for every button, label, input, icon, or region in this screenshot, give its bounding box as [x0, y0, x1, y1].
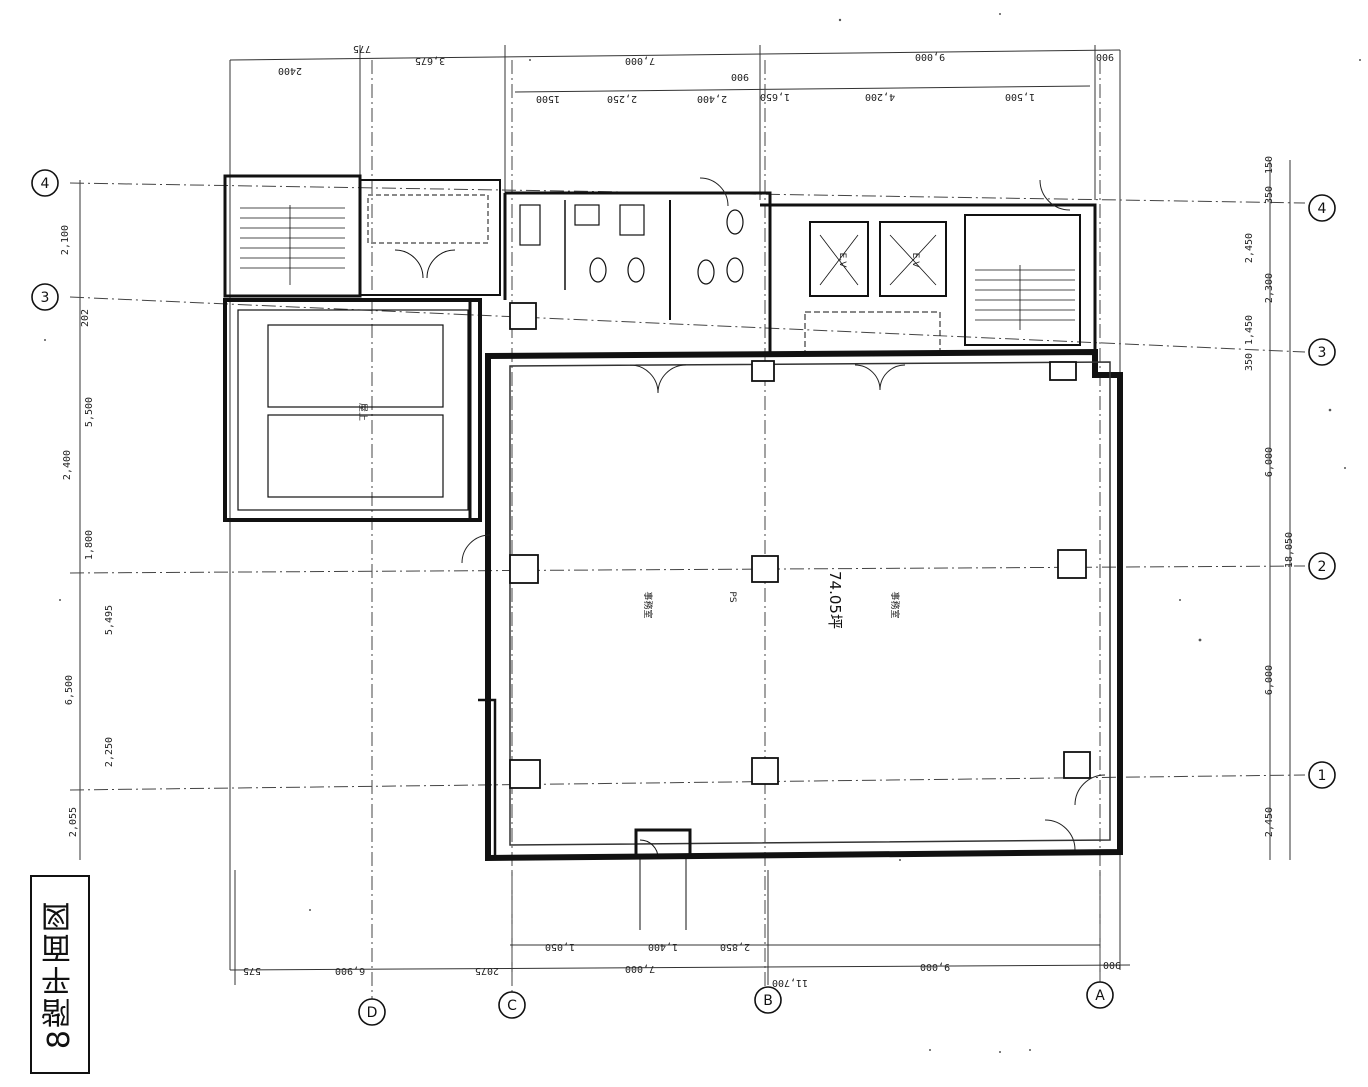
dim-bottom-outer-1: 6,900 — [335, 965, 365, 976]
dim-right-7: 18,050 — [1284, 532, 1295, 568]
dim-left-0: 2,100 — [60, 225, 71, 255]
center-mark-label: PS — [727, 591, 737, 602]
dim-bottom-inner-2: 2,850 — [720, 941, 750, 952]
dim-left-8: 2,055 — [68, 807, 79, 837]
dim-left-5: 5,495 — [104, 605, 115, 635]
scan-noise — [44, 13, 1361, 1053]
axis-label-2-right: 2 — [1318, 559, 1327, 575]
axis-label-4-left: 4 — [41, 176, 50, 192]
dim-left-3: 2,400 — [62, 450, 73, 480]
dim-top-outer-5: 9,000 — [915, 51, 945, 62]
axis-label-3-left: 3 — [41, 290, 50, 306]
dim-bottom-inner-1: 1,400 — [648, 941, 678, 952]
dim-bottom-total: 11,700 — [772, 977, 808, 988]
dims-right: 150 350 2,450 2,300 1,450 350 6,000 18,0… — [1244, 156, 1295, 837]
dim-right-5: 350 — [1244, 353, 1255, 371]
dim-right-2: 2,450 — [1244, 233, 1255, 263]
office-walls — [485, 348, 1123, 862]
axis-label-3-right: 3 — [1318, 345, 1327, 361]
columns — [509, 302, 1091, 789]
dim-top-inner-4: 4,200 — [865, 91, 895, 102]
axis-markers-right — [1308, 194, 1336, 789]
axis-label-1-right: 1 — [1318, 768, 1327, 784]
axis-label-A: A — [1095, 988, 1105, 1004]
dim-top-outer-6: 900 — [1096, 51, 1114, 62]
axis-markers-left — [31, 169, 59, 311]
door-swings — [461, 177, 1106, 851]
dims-left: 2,100 202 5,500 2,400 1,800 5,495 6,500 … — [60, 225, 115, 837]
dim-right-3: 2,300 — [1264, 273, 1275, 303]
core-area — [503, 191, 1097, 355]
dim-top-outer-0: 2400 — [278, 65, 302, 76]
dim-top-outer-3: 7,000 — [625, 55, 655, 66]
dim-right-0: 150 — [1264, 156, 1275, 174]
drawing-title-box: 8階平面図 — [30, 875, 90, 1074]
dim-left-1: 202 — [80, 309, 91, 327]
dim-left-4: 1,800 — [84, 530, 95, 560]
axis-label-C: C — [507, 998, 517, 1014]
axis-label-4-right: 4 — [1318, 201, 1327, 217]
dim-left-7: 2,250 — [104, 737, 115, 767]
roof-area-label: 屋上 — [357, 403, 368, 421]
dim-top-inner-1: 2,250 — [607, 93, 637, 104]
ev-label-2: E.V — [910, 253, 920, 269]
dim-bottom-outer-5: 900 — [1103, 959, 1121, 970]
drawing-title: 8階平面図 — [42, 899, 77, 1050]
axis-label-B: B — [763, 993, 773, 1009]
room-label-office-left: 事務室 — [642, 591, 654, 618]
left-exterior-wall — [478, 698, 497, 858]
grid-axis-lines — [69, 60, 1306, 1000]
left-upper-block — [223, 174, 501, 298]
dim-bottom-inner-0: 1,050 — [545, 941, 575, 952]
dims-bottom: 575 6,900 2075 7,000 9,000 900 1,050 1,4… — [243, 941, 1121, 988]
axis-markers-bottom — [358, 981, 1114, 1026]
dim-right-8: 6,000 — [1264, 665, 1275, 695]
dim-left-2: 5,500 — [84, 397, 95, 427]
dims-top-outer: 2400 775 3,675 7,000 900 9,000 900 — [278, 43, 1114, 82]
dim-right-6: 6,000 — [1264, 447, 1275, 477]
dim-bottom-outer-3: 7,000 — [625, 963, 655, 974]
dim-top-inner-0: 1500 — [536, 93, 560, 104]
entrance-notch — [634, 828, 692, 930]
dim-right-4: 1,450 — [1244, 315, 1255, 345]
dims-top-inner: 1500 2,250 2,400 1,650 4,200 1,500 — [536, 91, 1035, 104]
dim-top-inner-2: 2,400 — [697, 93, 727, 104]
ev-label-1: E.V — [837, 253, 847, 269]
roof-area — [223, 298, 482, 522]
dim-bottom-outer-2: 2075 — [475, 965, 499, 976]
dim-top-inner-3: 1,650 — [760, 91, 790, 102]
dim-bottom-outer-4: 9,000 — [920, 961, 950, 972]
room-label-office-right: 事務室 — [889, 591, 901, 618]
dim-top-outer-2: 3,675 — [415, 55, 445, 66]
dim-right-1: 350 — [1264, 186, 1275, 204]
dim-top-outer-4: 900 — [731, 71, 749, 82]
dim-top-inner-5: 1,500 — [1005, 91, 1035, 102]
dimension-lines — [79, 45, 1291, 985]
dim-bottom-outer-0: 575 — [243, 965, 261, 976]
dim-left-6: 6,500 — [64, 675, 75, 705]
dim-top-outer-1: 775 — [353, 43, 371, 54]
axis-label-D: D — [367, 1005, 378, 1021]
dim-right-9: 2,450 — [1264, 807, 1275, 837]
floor-area-label: 74.05坪 — [826, 571, 844, 629]
